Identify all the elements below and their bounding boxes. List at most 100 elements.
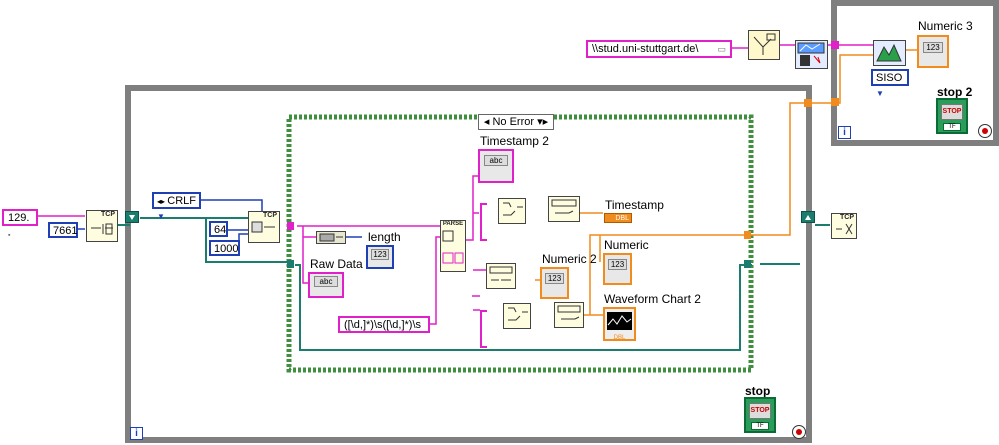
numeric-label: Numeric [604,238,649,252]
line-ending-ring[interactable]: ◂▸ CRLF ▼ [152,192,201,221]
match-pattern-node[interactable]: PARSE [440,220,466,272]
loop-iteration-terminal: i [130,427,143,440]
timestamp2-label: Timestamp 2 [480,134,549,148]
stop2-button-face-text: STOP [942,108,962,115]
timestamp-indicator[interactable]: DBL [604,213,632,223]
port-constant[interactable]: 7661 [48,222,78,238]
open-file-icon [753,33,776,55]
format-node-1[interactable] [548,196,580,222]
numeric3-label: Numeric 3 [918,19,973,33]
tcp-close-connection-node[interactable]: TCP [831,213,857,239]
loop2-iteration-terminal: i [838,126,851,139]
ip-address-text: 129. [8,212,30,224]
write-file-node[interactable] [795,40,828,69]
numeric2-label: Numeric 2 [542,252,597,266]
length-indicator-glyph: 123 [371,249,389,260]
numeric3-indicator[interactable]: 123 [917,35,949,68]
tcp-close-icon [836,223,853,235]
tcp-open-connection-node[interactable]: TCP [86,210,118,242]
length-indicator[interactable]: 123 [366,245,394,269]
plot-mode-dropdown-icon: ▼ [876,89,884,98]
string-length-node[interactable] [316,231,346,244]
dropdown-icon: ▪ [8,232,11,239]
tcp-close-icon-label: TCP [840,214,854,221]
case-selector-text: No Error [492,116,535,128]
regex-constant[interactable]: ([\d,]*)\s([\d,]*)\s [338,316,430,333]
stop2-tf-glyph: TF [943,123,961,131]
prev-case-arrow-icon[interactable]: ◂ [483,116,490,128]
stop2-button-control[interactable]: STOP TF [936,98,968,134]
stop-label: stop [745,384,771,398]
case-selector[interactable]: ◂ No Error ▾▸ [478,114,554,130]
numeric-indicator-glyph: 123 [608,259,627,270]
line-ending-text: CRLF [167,195,196,207]
stop-button-face[interactable]: STOP [749,403,771,419]
floppy-write-icon [797,42,825,66]
next-case-arrow-icon[interactable]: ▾▸ [537,116,549,128]
case-output-tunnel-refnum [744,260,751,268]
scan-string-icon-3 [508,307,528,321]
stop2-label: stop 2 [937,85,973,99]
numeric-indicator[interactable]: 123 [603,253,632,285]
browse-icon[interactable]: ▭ [717,44,726,54]
loop2-index-label: i [843,127,846,138]
format-icon-1 [551,199,577,214]
stop2-tf-glyph-text: TF [948,124,956,130]
tcp-read-icon [251,221,275,233]
dropdown-triangle-icon: ▼ [157,212,165,221]
stop-tf-glyph-text: TF [756,423,764,429]
waveform-build-node[interactable] [873,40,906,66]
numeric3-indicator-glyph: 123 [923,42,943,53]
loop-condition-terminal[interactable] [792,425,806,439]
scan-string-icon-2 [489,266,513,281]
timestamp-label: Timestamp [605,198,664,212]
plot-mode-ring[interactable]: SISO ▼ [871,69,909,98]
plot-mode-text: SISO [876,72,903,84]
open-file-node[interactable] [748,30,780,60]
waveform-build-icon [876,43,902,62]
format-icon-3 [557,305,581,320]
string-length-icon [319,233,343,242]
case-refnum-tunnel [287,260,294,268]
timestamp2-indicator-glyph: abc [484,155,508,166]
scan-from-string-node-2[interactable] [486,263,516,289]
stop-tf-glyph: TF [751,422,769,430]
tcp-plug-icon [91,223,113,235]
format-node-3[interactable] [554,302,584,328]
loop2-input-tunnel-string [831,41,839,49]
ip-address-constant[interactable]: 129. ▪ [2,209,38,239]
tcp-open-icon-label: TCP [101,211,115,218]
length-label: length [368,230,401,244]
path-constant[interactable]: \\stud.uni-stuttgart.de\ ▭ [586,40,732,58]
waveform-chart-type-glyph: DBL [613,335,626,341]
bytes-to-read-constant[interactable]: 64 [209,221,228,237]
tcp-read-icon-label: TCP [263,212,277,219]
waveform-chart-icon [607,312,632,330]
match-pattern-icon [442,230,464,264]
regex-text: ([\d,]*)\s([\d,]*)\s [344,319,422,331]
stop-button-face-text: STOP [750,407,770,414]
numeric2-indicator[interactable]: 123 [540,267,569,299]
loop2-input-tunnel-dbl [831,98,839,106]
right-while-loop-frame[interactable] [831,0,999,146]
port-text: 7661 [53,225,78,237]
timestamp-indicator-glyph: DBL [615,215,629,222]
tcp-read-node[interactable]: TCP [248,211,280,243]
timeout-text: 1000 [214,243,239,255]
scan-from-string-node-3[interactable] [503,303,531,329]
loop2-condition-terminal[interactable] [978,124,992,138]
stop2-button-face[interactable]: STOP [941,104,963,120]
shift-register-left[interactable] [125,211,139,223]
stop-button-control[interactable]: STOP TF [744,397,776,433]
waveform-chart2-indicator[interactable]: DBL [603,307,636,341]
shift-register-right[interactable] [801,211,815,223]
outer-while-loop-frame[interactable] [125,85,812,443]
bytes-to-read-text: 64 [214,224,227,236]
scan-from-string-node-1[interactable] [498,198,526,224]
timestamp2-indicator[interactable]: abc [478,149,514,183]
scan-string-icon-1 [503,202,523,216]
path-text: \\stud.uni-stuttgart.de\ [592,43,699,55]
raw-data-indicator[interactable]: abc [308,272,344,298]
scan-bracket-1 [480,203,487,241]
timeout-constant[interactable]: 1000 [209,240,240,256]
